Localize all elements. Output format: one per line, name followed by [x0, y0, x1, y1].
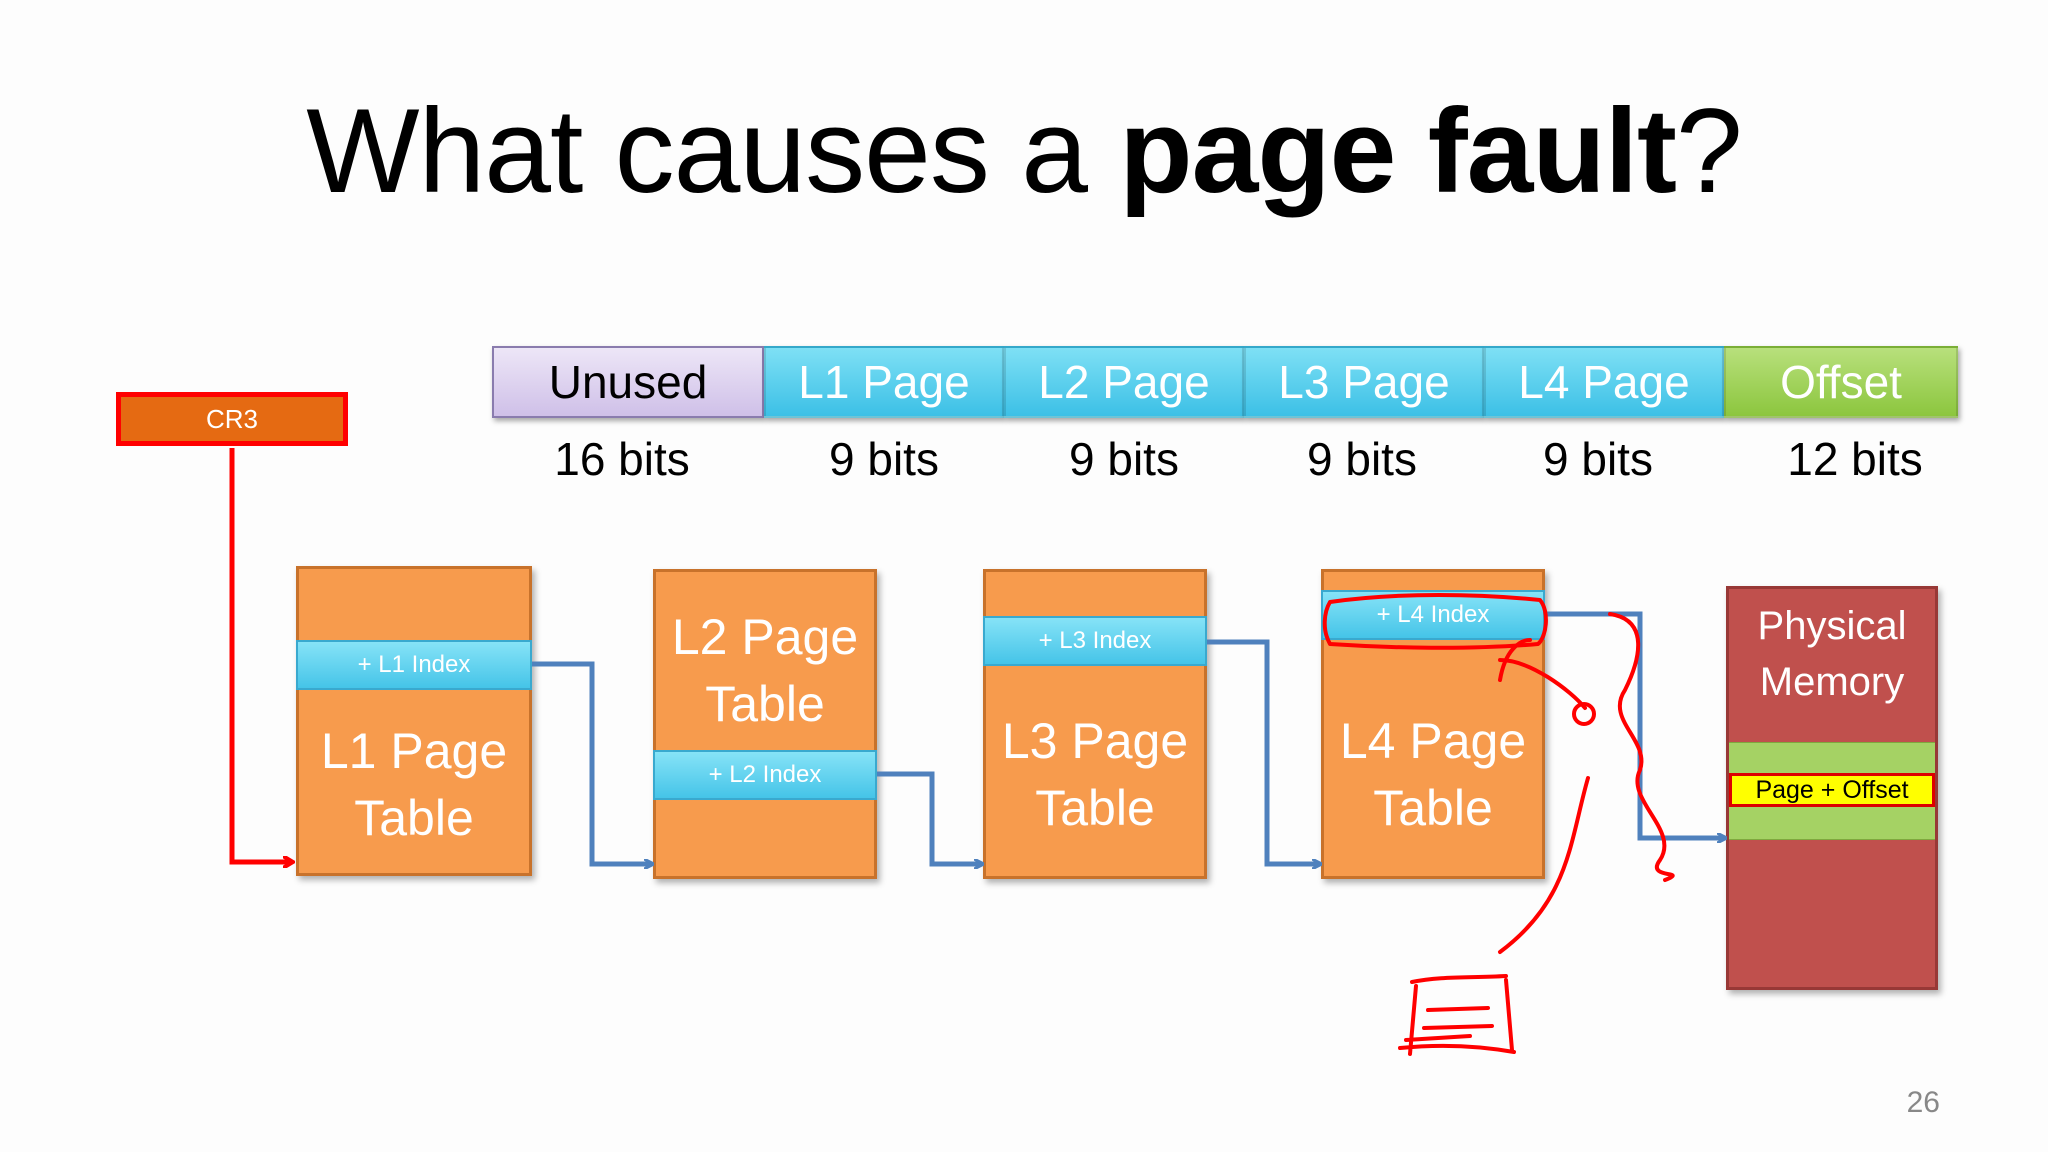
bits-l2: 9 bits	[1069, 433, 1179, 485]
title-end-text: ?	[1676, 84, 1743, 218]
curved-line	[1498, 776, 1590, 954]
cr3-register: CR3	[116, 392, 348, 446]
field-l4-page: L4 Page	[1484, 346, 1724, 418]
bits-offset: 12 bits	[1787, 433, 1923, 485]
hook-arrow	[1498, 638, 1587, 710]
field-unused: Unused	[492, 346, 764, 418]
l1-index-entry: + L1 Index	[296, 640, 532, 690]
cr3-to-l1-arrow	[229, 448, 292, 862]
field-l3-page: L3 Page	[1244, 346, 1484, 418]
bits-l3: 9 bits	[1307, 433, 1417, 485]
field-l2-page: L2 Page	[1004, 346, 1244, 418]
l4-to-physical-arrow	[1545, 611, 1725, 838]
field-l1-page: L1 Page	[764, 346, 1004, 418]
squiggle-line	[1608, 612, 1675, 882]
l3-to-l4-arrow	[1207, 639, 1320, 864]
page-offset-entry: Page + Offset	[1729, 773, 1935, 807]
l2-to-l3-arrow	[877, 771, 982, 864]
slide-title: What causes a page fault?	[0, 85, 2048, 217]
bits-unused: 16 bits	[554, 433, 690, 485]
field-offset: Offset	[1724, 346, 1958, 418]
title-bold-text: page fault	[1119, 84, 1677, 218]
bits-l4: 9 bits	[1543, 433, 1653, 485]
l2-index-entry: + L2 Index	[653, 750, 877, 800]
l1-to-l2-arrow	[532, 661, 652, 864]
small-circle	[1572, 702, 1596, 726]
bits-l1: 9 bits	[829, 433, 939, 485]
handwritten-annotations	[1322, 593, 1675, 1056]
l3-index-entry: + L3 Index	[983, 616, 1207, 666]
slide-number: 26	[1906, 1086, 1940, 1119]
disk-sketch	[1398, 974, 1516, 1056]
title-normal-text: What causes a	[306, 84, 1120, 218]
l4-index-circle	[1322, 593, 1548, 650]
